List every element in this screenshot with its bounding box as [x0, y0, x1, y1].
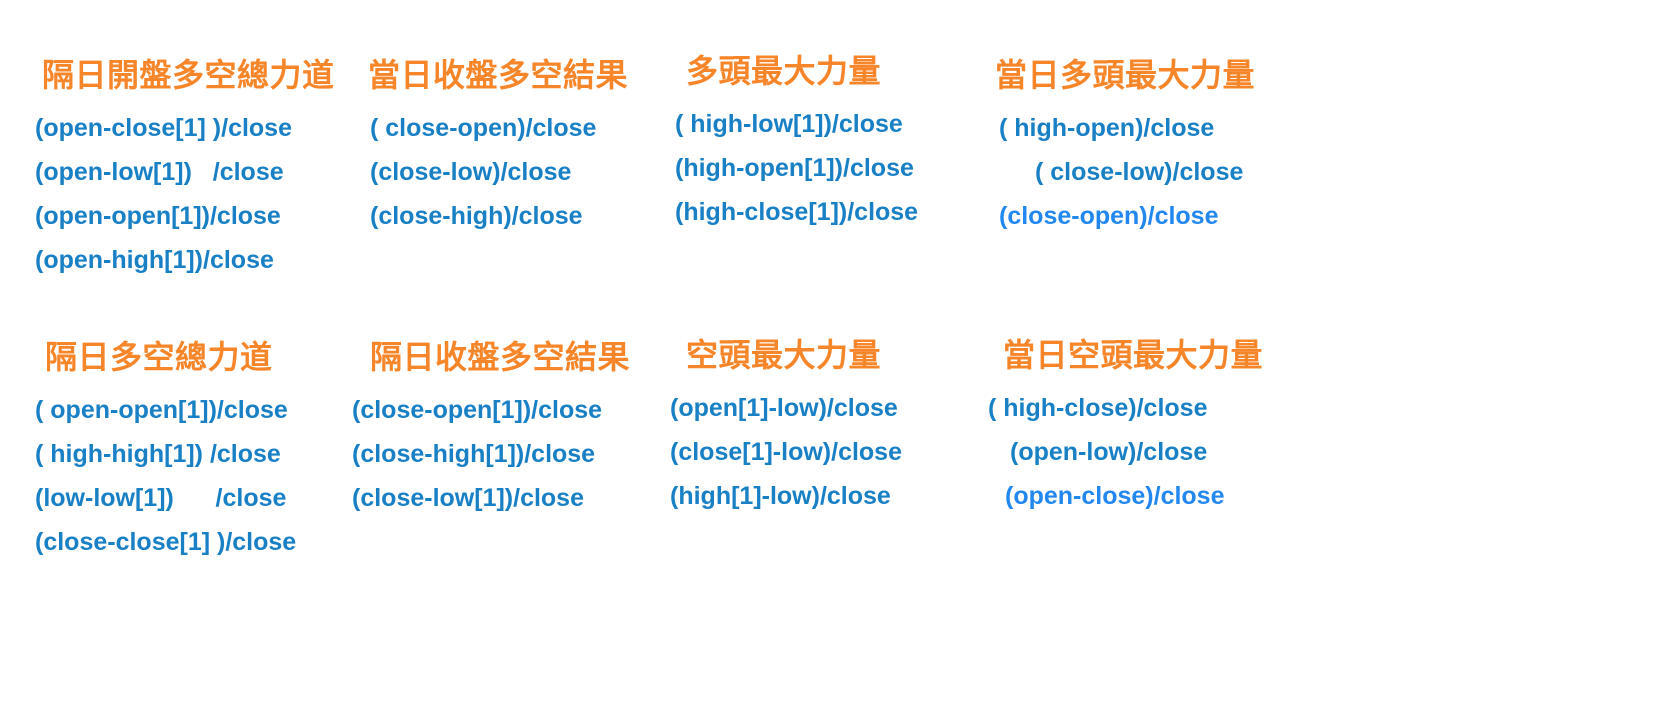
formula-line: (high[1]-low)/close — [670, 482, 891, 510]
formula-line: (close-low[1])/close — [352, 484, 584, 512]
section-bear-max-power: 空頭最大力量 (open[1]-low)/close (close[1]-low… — [660, 336, 902, 518]
formula-line: (open-high[1])/close — [35, 246, 274, 274]
section-same-day-bear-max-power: 當日空頭最大力量 ( high-close)/close (open-low)/… — [985, 336, 1263, 518]
formula-line: ( close-low)/close — [1035, 158, 1244, 186]
section-next-day-close-result: 隔日收盤多空結果 (close-open[1])/close (close-hi… — [350, 338, 630, 520]
section-title: 空頭最大力量 — [686, 337, 882, 373]
section-next-day-total-force: 隔日多空總力道 ( open-open[1])/close ( high-hig… — [30, 338, 296, 564]
section-title: 隔日多空總力道 — [45, 339, 273, 375]
formula-line: (open[1]-low)/close — [670, 394, 898, 422]
formula-line: ( high-open)/close — [999, 114, 1215, 142]
formula-line: (close-close[1] )/close — [35, 528, 297, 556]
formula-line: ( high-close)/close — [988, 394, 1208, 422]
section-title: 當日多頭最大力量 — [995, 57, 1256, 93]
section-bull-max-power: 多頭最大力量 ( high-low[1])/close (high-open[1… — [660, 52, 918, 234]
section-title: 隔日收盤多空結果 — [370, 339, 631, 375]
formula-line: (close-open[1])/close — [352, 396, 603, 424]
formula-line: (close-high[1])/close — [352, 440, 596, 468]
section-title: 多頭最大力量 — [686, 53, 882, 89]
formula-line: (open-close[1] )/close — [35, 114, 292, 142]
formula-line: (low-low[1]) /close — [35, 484, 287, 512]
formula-line: ( close-open)/close — [370, 114, 597, 142]
formula-line: (high-close[1])/close — [675, 198, 919, 226]
formula-line: (open-low)/close — [1010, 438, 1208, 466]
formula-line: (close[1]-low)/close — [670, 438, 902, 466]
formula-line: (open-low[1]) /close — [35, 158, 284, 186]
section-same-day-bull-max-power: 當日多頭最大力量 ( high-open)/close ( close-low)… — [985, 56, 1255, 238]
formula-line: (close-high)/close — [370, 202, 583, 230]
formula-line: (high-open[1])/close — [675, 154, 914, 182]
formula-line: ( high-high[1]) /close — [35, 440, 281, 468]
section-title: 當日收盤多空結果 — [368, 57, 629, 93]
section-next-day-open-total-force: 隔日開盤多空總力道 (open-close[1] )/close (open-l… — [30, 56, 335, 282]
formula-line: (open-open[1])/close — [35, 202, 281, 230]
formula-line: (close-open)/close — [999, 202, 1219, 230]
formula-line: ( high-low[1])/close — [675, 110, 903, 138]
section-same-day-close-result: 當日收盤多空結果 ( close-open)/close (close-low)… — [355, 56, 628, 238]
formula-line: (open-close)/close — [1005, 482, 1225, 510]
formula-line: (close-low)/close — [370, 158, 572, 186]
formula-line: ( open-open[1])/close — [35, 396, 288, 424]
section-title: 當日空頭最大力量 — [1003, 337, 1264, 373]
section-title: 隔日開盤多空總力道 — [42, 57, 335, 93]
